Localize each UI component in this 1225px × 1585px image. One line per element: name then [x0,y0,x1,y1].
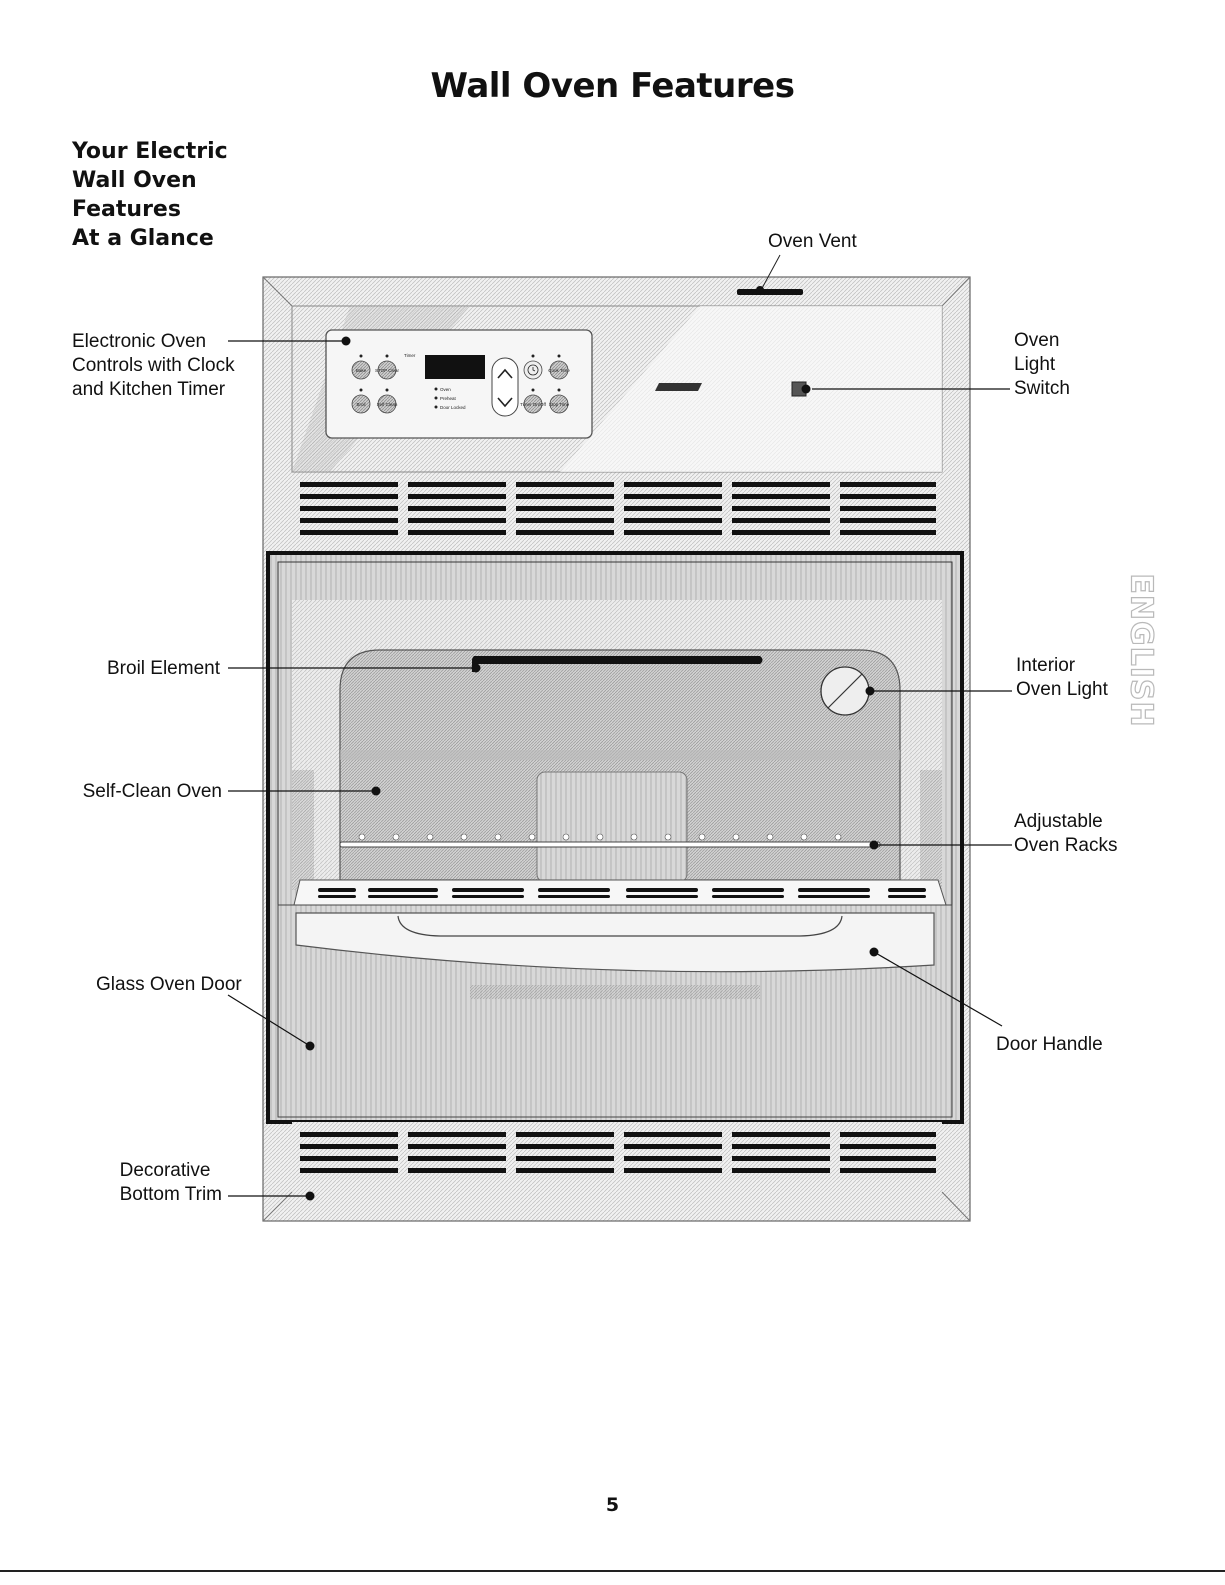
label-oven-vent: Oven Vent [768,231,857,252]
callout-dots [305,336,879,1201]
label-line: Adjustable [1014,811,1103,832]
brand-badge [655,383,702,391]
label-line: Electronic Oven [72,331,207,352]
language-tab: ENGLISH [1123,572,1159,727]
label-line: Controls with Clock [72,355,235,376]
bottom-vent-slots [300,1132,936,1173]
panel-shade [560,306,942,472]
bottom-trim [292,1122,942,1192]
label-electronic-controls: Electronic Oven Controls with Clock and … [72,330,235,402]
door-handle [295,912,935,973]
rack-support-holes [358,833,842,841]
label-door-handle: Door Handle [996,1034,1103,1055]
oven-indicator: Oven [440,387,451,392]
bake-label: Bake [356,368,367,373]
stop-clear-label: STOP Clear [375,368,400,373]
label-line: Interior [1016,655,1076,676]
clock-display [425,355,485,379]
label-line: Switch [1014,378,1070,399]
footer-rule [0,1570,1225,1572]
subtitle-line: Wall Oven [72,168,197,193]
subtitle-line: Features [72,197,181,222]
door-locked-indicator: Door Locked [440,405,466,410]
label-self-clean-oven: Self-Clean Oven [82,781,222,802]
oven-vent [737,289,803,295]
control-panel [325,329,593,439]
label-line: Oven [1014,330,1060,351]
label-broil-element: Broil Element [107,658,220,679]
timer-on-off-label: Timer On/Off [520,402,547,407]
subtitle-line: At a Glance [72,226,214,251]
door-vent-slots [318,888,926,898]
callout-leaders [227,340,1012,1197]
oven-interior-arch [339,649,901,881]
broil-element [472,656,763,664]
arrow-pad [491,357,519,417]
language-tab-label: ENGLISH [1123,572,1159,728]
label-line: Bottom Trim [119,1184,222,1205]
door-top-strip [293,879,947,906]
section-subtitle: Your Electric Wall Oven Features At a Gl… [72,137,228,253]
upper-vent-slots [300,482,936,535]
broil-label: Broil [356,402,365,407]
rear-panel [536,771,688,883]
self-clean-label: Self Clean [377,402,398,407]
label-interior-oven-light: Interior Oven Light [1016,654,1108,702]
label-adjustable-racks: Adjustable Oven Racks [1014,810,1117,858]
subtitle-line: Your Electric [72,139,228,164]
page-title: Wall Oven Features [430,66,795,106]
door-glass [470,985,760,999]
control-buttons [351,360,569,414]
frame-corner [262,276,971,1222]
clock-icon [527,364,539,376]
oven-rack [339,841,881,848]
label-line: and Kitchen Timer [72,379,226,400]
timer-indicator: Timer [404,353,416,358]
label-line: Oven Racks [1014,835,1118,856]
label-line: Oven Light [1016,679,1108,700]
label-bottom-trim: Decorative Bottom Trim [120,1159,222,1207]
label-glass-oven-door: Glass Oven Door [96,974,242,995]
label-line: Light [1014,354,1056,375]
label-line: Decorative [119,1160,211,1181]
cook-time-label: Cook Time [548,368,570,373]
label-oven-light-switch: Oven Light Switch [1014,329,1070,401]
preheat-indicator: Preheat [440,396,457,401]
page-number: 5 [605,1494,620,1516]
stop-time-label: Stop Time [549,402,570,407]
